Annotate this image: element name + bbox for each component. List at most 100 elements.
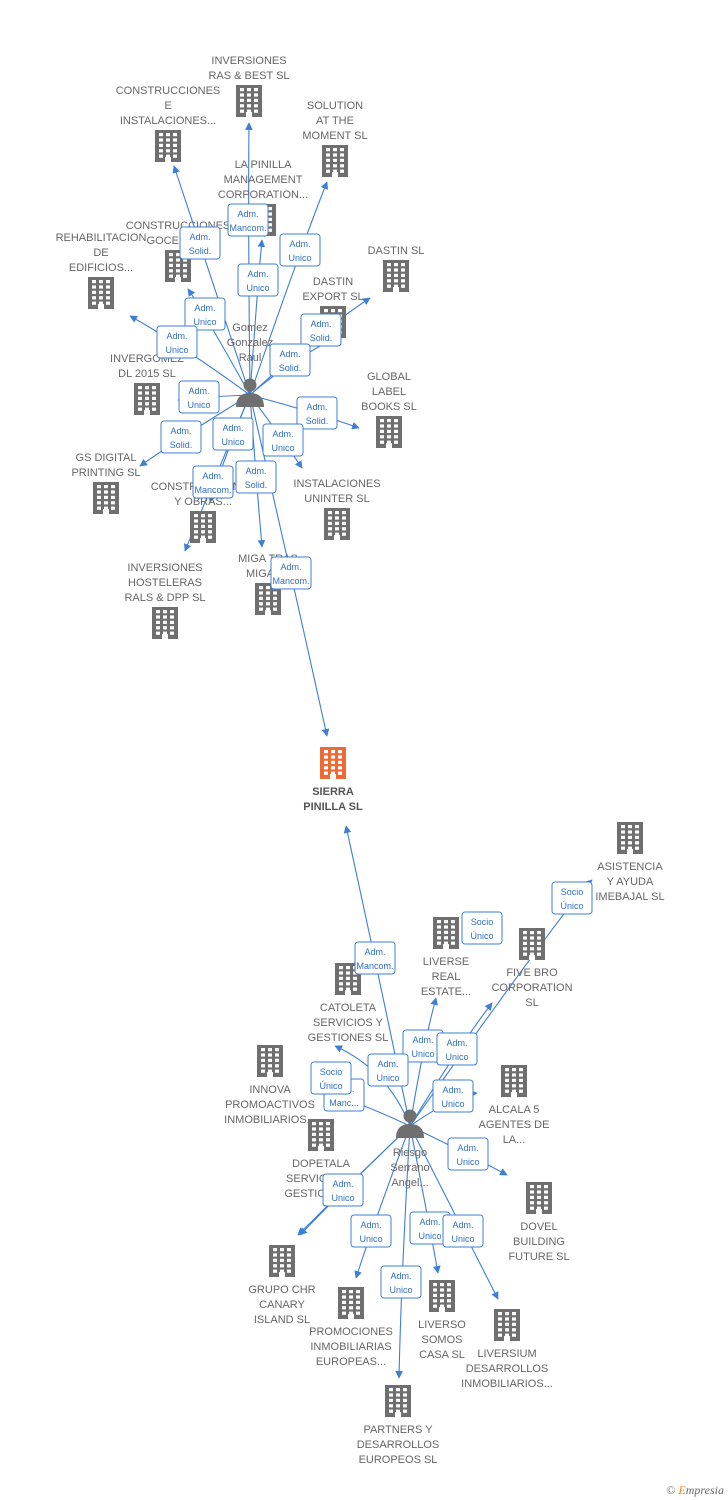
role-badge-gomez-global-label[interactable]: Adm.Solid. <box>296 396 338 430</box>
node-label-line: PARTNERS Y <box>363 1424 433 1436</box>
role-badge-riesgo-promociones[interactable]: Adm.Unico <box>350 1214 392 1248</box>
node-label-line: Angel... <box>391 1177 428 1189</box>
node-construcciones-e[interactable]: CONSTRUCCIONESEINSTALACIONES... <box>116 85 221 162</box>
role-label-line: Adm. <box>289 239 310 249</box>
node-label-line: INMOBILIARIAS <box>310 1341 391 1353</box>
edge-gomez-to-solution <box>249 181 329 396</box>
node-label-line: PRINTING SL <box>71 467 140 479</box>
role-label-line: Solid. <box>306 416 329 426</box>
role-label-line: Único <box>470 931 493 941</box>
role-badge-riesgo-liversium[interactable]: Adm.Unico <box>442 1214 484 1248</box>
node-label-line: PINILLA SL <box>303 801 363 813</box>
building-icon <box>134 383 160 415</box>
role-badge-gomez-construcciones-obras[interactable]: Adm.Unico <box>212 417 254 451</box>
role-badge-riesgo-partners[interactable]: Adm.Unico <box>380 1265 422 1299</box>
node-liverse-real[interactable]: LIVERSEREALESTATE... <box>421 917 471 998</box>
role-label-line: Unico <box>456 1157 479 1167</box>
node-riesgo[interactable]: RiesgoSerranoAngel... <box>390 1109 430 1190</box>
role-badge-riesgo-five-bro[interactable]: Adm.Unico <box>436 1032 478 1066</box>
role-label-line: Adm. <box>188 386 209 396</box>
role-label-line: Adm. <box>166 331 187 341</box>
building-icon <box>257 1045 283 1077</box>
node-liversium[interactable]: LIVERSIUMDESARROLLOSINMOBILIARIOS... <box>461 1309 553 1390</box>
node-label-line: LIVERSE <box>423 956 469 968</box>
role-badge-gomez-sierra[interactable]: Adm. Mancom. <box>270 556 312 590</box>
node-label-line: LIVERSO <box>418 1319 466 1331</box>
building-icon <box>376 416 402 448</box>
role-label-line: Adm. <box>280 562 301 572</box>
role-badge-gomez-uninter[interactable]: Adm. Unico <box>262 423 304 457</box>
building-icon <box>88 277 114 309</box>
role-label-line: Unico <box>445 1052 468 1062</box>
role-badge-gomez-gs-digital[interactable]: Adm.Solid. <box>160 420 202 454</box>
role-badge-riesgo-sierra[interactable]: Adm.Mancom. <box>354 941 396 975</box>
node-label-line: HOSTELERAS <box>128 577 202 589</box>
node-label-line: EDIFICIOS... <box>69 262 133 274</box>
role-badge-gomez-invergomez[interactable]: Adm.Unico <box>178 380 220 414</box>
role-label-line: Solid. <box>310 333 333 343</box>
role-badge-gomez-dastin[interactable]: Adm.Solid. <box>300 313 342 347</box>
building-icon <box>526 1182 552 1214</box>
role-label-line: Unico <box>389 1285 412 1295</box>
person-icon <box>396 1109 424 1138</box>
role-label-line: Unico <box>246 283 269 293</box>
node-label-line: INMOBILIARIOS... <box>224 1114 316 1126</box>
brand-logo: Empresia <box>678 1483 724 1497</box>
role-label-line: Unico <box>331 1193 354 1203</box>
node-innova[interactable]: INNOVAPROMOACTIVOSINMOBILIARIOS... <box>224 1045 316 1126</box>
role-label-line: Unico <box>271 443 294 453</box>
edge-gomez-to-ras-best <box>245 122 253 396</box>
node-label-line: Gomez <box>232 322 267 334</box>
role-label-line: Adm. <box>272 429 293 439</box>
role-badge-gomez-solution[interactable]: Adm.Unico <box>279 233 321 267</box>
role-badge-gomez-ras-best[interactable]: Adm.Mancom. <box>227 203 269 237</box>
role-label-line: Socio <box>320 1067 343 1077</box>
role-label-line: Manc... <box>329 1098 359 1108</box>
role-label-line: Mancom. <box>272 576 309 586</box>
node-label-line: ALCALA 5 <box>489 1104 540 1116</box>
node-label-line: ASISTENCIA <box>597 861 663 873</box>
role-badge-gomez-rehabilitacion[interactable]: Adm.Unico <box>156 325 198 359</box>
role-badge-gomez-goceral[interactable]: Adm.Unico <box>184 297 226 331</box>
node-label-line: EUROPEOS SL <box>359 1454 438 1466</box>
node-dastin[interactable]: DASTIN SL <box>368 245 425 292</box>
node-promociones[interactable]: PROMOCIONESINMOBILIARIASEUROPEAS... <box>309 1287 393 1368</box>
node-label-line: DASTIN <box>313 276 353 288</box>
role-label-line: Solid. <box>245 480 268 490</box>
node-rehabilitacion[interactable]: REHABILITACIONDEEDIFICIOS... <box>56 232 147 309</box>
role-badge-riesgo-catoleta[interactable]: Adm.Unico <box>367 1053 409 1087</box>
role-badge-gomez-construcciones-e[interactable]: Adm.Solid. <box>179 226 221 260</box>
role-badge-gomez-la-pinilla[interactable]: Adm.Unico <box>237 263 279 297</box>
role-badge-gomez-miga[interactable]: Adm.Solid. <box>235 460 277 494</box>
role-badge-gomez-hosteleras[interactable]: Adm.Mancom. <box>192 465 234 499</box>
node-label-line: ISLAND SL <box>254 1314 310 1326</box>
node-label-line: FIVE BRO <box>506 967 558 979</box>
building-icon <box>338 1287 364 1319</box>
role-badge-riesgo-dovel[interactable]: Adm.Unico <box>447 1137 489 1171</box>
node-label-line: FUTURE SL <box>508 1251 569 1263</box>
role-badge-gomez-dastin-export[interactable]: Adm.Solid. <box>269 343 311 377</box>
building-icon <box>93 482 119 514</box>
role-badge-riesgo-alcala[interactable]: Adm.Unico <box>432 1079 474 1113</box>
role-badge-riesgo-grupo-chr[interactable]: Adm.Unico <box>322 1173 364 1207</box>
